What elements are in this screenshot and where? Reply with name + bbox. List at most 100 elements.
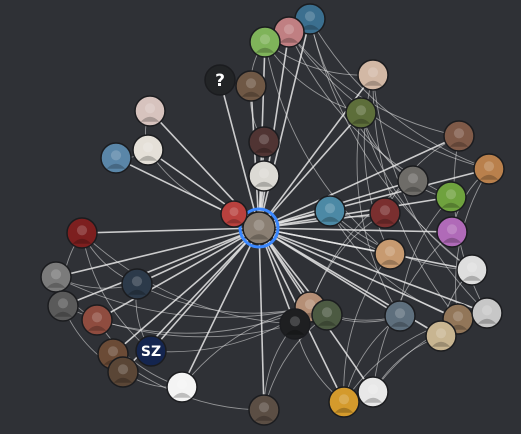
sz-monogram-icon <box>135 335 167 367</box>
avatar-head-shape <box>110 150 122 161</box>
selected-ring <box>238 207 280 249</box>
dog-avatar[interactable] <box>473 153 505 185</box>
graph-edge <box>258 227 296 325</box>
graph-edge <box>288 31 490 170</box>
react-avatar[interactable] <box>121 268 153 300</box>
badge-avatar[interactable] <box>134 95 166 127</box>
avatar-head-shape <box>367 384 379 395</box>
green-object-avatar[interactable] <box>311 299 343 331</box>
avatar-head-shape <box>289 316 301 327</box>
avatar-body-shape <box>442 237 462 243</box>
dark-teal-avatar[interactable] <box>279 308 311 340</box>
ghost-avatar-icon <box>357 376 389 408</box>
center-user[interactable] <box>238 207 280 249</box>
top-pink-avatar[interactable] <box>273 16 305 48</box>
dinosaur-avatar-icon <box>248 394 280 426</box>
blue-shirt-avatar[interactable] <box>100 142 132 174</box>
avatar-head-shape <box>453 128 465 139</box>
dinosaur-avatar[interactable] <box>248 394 280 426</box>
helmet-avatar-icon <box>66 217 98 249</box>
avatar-head-shape <box>258 402 270 413</box>
green-avatar-icon <box>311 299 343 331</box>
avatar-body-shape <box>254 415 274 421</box>
avatar-head-shape <box>253 219 265 231</box>
avatar-head-shape <box>384 246 396 257</box>
white-blob-avatar[interactable] <box>248 160 280 192</box>
avatar-head-shape <box>245 78 257 89</box>
pink-purple-avatar[interactable] <box>436 216 468 248</box>
avatar-head-shape <box>117 364 129 375</box>
graph-edge <box>258 112 362 229</box>
avatar-body-shape <box>403 186 423 192</box>
bottom-small-avatar[interactable] <box>425 320 457 352</box>
snowflake-avatar-icon <box>314 195 346 227</box>
avatar-body-shape <box>225 219 243 224</box>
graph-edge <box>264 41 362 114</box>
frog-avatar-icon <box>435 181 467 213</box>
avatar-body-shape <box>317 320 337 326</box>
avatar-head-shape <box>107 346 119 357</box>
red-figure-avatar[interactable] <box>248 126 280 158</box>
avatar-body-shape <box>255 47 275 53</box>
avatar-head-shape <box>50 269 62 280</box>
graph-edge <box>81 232 296 325</box>
graph-edge <box>258 227 265 411</box>
avatar-body-shape <box>140 116 160 122</box>
dark-figure-avatar[interactable] <box>47 290 79 322</box>
red-helmet-avatar[interactable] <box>66 217 98 249</box>
man-bottom-avatar[interactable] <box>384 300 416 332</box>
avatar-body-shape <box>285 329 305 335</box>
avatar-head-shape <box>338 394 350 405</box>
red-shirt-avatar[interactable] <box>81 304 113 336</box>
face-top-right-avatar[interactable] <box>357 59 389 91</box>
man-tan-avatar[interactable] <box>374 238 406 270</box>
graph-edge <box>258 135 460 229</box>
avatar-head-shape <box>324 203 336 214</box>
person-avatar-icon <box>100 142 132 174</box>
react-atom-icon <box>121 268 153 300</box>
gasmask-avatar[interactable] <box>456 254 488 286</box>
red-figure-avatar-icon <box>248 126 280 158</box>
bearded-man-avatar[interactable] <box>235 70 267 102</box>
graph-edge <box>136 283 311 314</box>
sz-avatar[interactable]: SZ <box>135 335 167 367</box>
snowflake-avatar[interactable] <box>314 195 346 227</box>
cat-avatar[interactable] <box>132 134 164 166</box>
red-white-avatar[interactable] <box>220 200 248 228</box>
white-blob-avatar-icon <box>248 160 280 192</box>
handwritten-logo-icon <box>166 371 198 403</box>
gray-blob-avatar[interactable] <box>40 261 72 293</box>
red-white-avatar-icon <box>220 200 248 228</box>
graph-edge <box>372 74 488 314</box>
vehicle-avatar[interactable] <box>471 297 503 329</box>
ghost-avatar[interactable] <box>357 376 389 408</box>
kermit-avatar[interactable] <box>435 181 467 213</box>
brown-figure-avatar[interactable] <box>107 356 139 388</box>
green-bird-avatar[interactable] <box>345 97 377 129</box>
graph-edge <box>343 253 391 403</box>
graph-edge <box>258 227 488 314</box>
person-avatar-icon <box>384 300 416 332</box>
glasses-man-avatar[interactable] <box>397 165 429 197</box>
top-rainbow-avatar[interactable] <box>249 26 281 58</box>
white-logo-avatar[interactable] <box>166 371 198 403</box>
cat-avatar-icon <box>132 134 164 166</box>
avatar-head-shape <box>394 308 406 319</box>
colorful-avatar[interactable] <box>369 197 401 229</box>
llama-avatar-icon <box>425 320 457 352</box>
graph-edge <box>356 112 401 317</box>
hat-face-avatar[interactable] <box>328 386 360 418</box>
avatar-head-shape <box>258 134 270 145</box>
man-right-avatar[interactable] <box>443 120 475 152</box>
graph-edge <box>55 276 311 318</box>
graph-edge <box>360 112 473 271</box>
question-avatar[interactable]: ? <box>204 64 236 96</box>
avatar-body-shape <box>241 91 261 97</box>
graph-edge <box>258 227 473 271</box>
pink-avatar-icon <box>436 216 468 248</box>
avatar-head-shape <box>229 207 239 217</box>
avatar-body-shape <box>300 24 320 30</box>
avatar-body-shape <box>431 341 451 347</box>
